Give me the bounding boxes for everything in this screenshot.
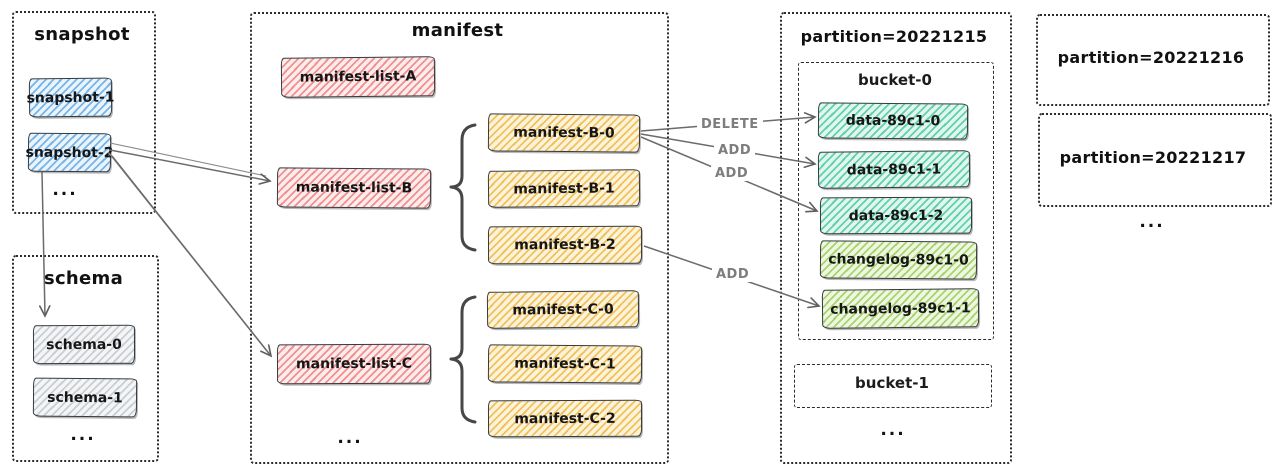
bucket-1-title: bucket-1 xyxy=(855,374,929,392)
node-changelog-89c1-1: changelog-89c1-1 xyxy=(821,288,980,329)
node-manifest-b-1: manifest-B-1 xyxy=(487,169,641,208)
edge-label-delete: DELETE xyxy=(697,117,763,132)
partition-20221215-title: partition=20221215 xyxy=(800,27,988,46)
node-data-89c1-2: data-89c1-2 xyxy=(819,196,973,235)
snapshot-panel xyxy=(12,11,156,214)
partition-ellipsis: ... xyxy=(880,420,906,440)
edge-label-add-3: ADD xyxy=(712,267,754,282)
manifest-ellipsis: ... xyxy=(337,428,363,448)
bucket-1-box xyxy=(794,364,992,408)
node-manifest-c-2: manifest-C-2 xyxy=(487,399,643,438)
other-partitions-ellipsis: ... xyxy=(1139,212,1165,232)
node-schema-0: schema-0 xyxy=(32,324,136,365)
schema-ellipsis: ... xyxy=(70,425,96,445)
partition-20221216-title: partition=20221216 xyxy=(1057,48,1245,67)
node-snapshot-1: snapshot-1 xyxy=(26,77,115,118)
partition-20221217-title: partition=20221217 xyxy=(1059,148,1247,167)
bucket-0-title: bucket-0 xyxy=(858,71,932,89)
schema-panel-title: schema xyxy=(43,268,124,289)
snapshot-ellipsis: ... xyxy=(52,180,78,200)
edge-label-add-1: ADD xyxy=(714,143,756,158)
node-manifest-c-1: manifest-C-1 xyxy=(487,344,643,384)
partition-20221215-panel xyxy=(780,12,1012,464)
node-manifest-list-b: manifest-list-B xyxy=(276,167,432,209)
node-changelog-89c1-0: changelog-89c1-0 xyxy=(819,240,978,280)
manifest-panel-title: manifest xyxy=(411,20,504,41)
schema-panel xyxy=(12,255,159,462)
node-manifest-b-2: manifest-B-2 xyxy=(487,225,643,265)
node-manifest-list-c: manifest-list-C xyxy=(276,343,432,385)
partition-20221216-panel xyxy=(1036,14,1270,106)
node-snapshot-2: snapshot-2 xyxy=(25,132,114,173)
node-data-89c1-1: data-89c1-1 xyxy=(817,150,971,189)
snapshot-panel-title: snapshot xyxy=(34,24,130,45)
edge-label-add-2: ADD xyxy=(711,166,753,181)
node-manifest-c-0: manifest-C-0 xyxy=(486,290,640,329)
node-data-89c1-0: data-89c1-0 xyxy=(817,102,969,140)
node-schema-1: schema-1 xyxy=(32,377,138,418)
node-manifest-b-0: manifest-B-0 xyxy=(487,113,641,153)
node-manifest-list-a: manifest-list-A xyxy=(280,56,436,98)
partition-20221217-panel xyxy=(1038,113,1272,207)
